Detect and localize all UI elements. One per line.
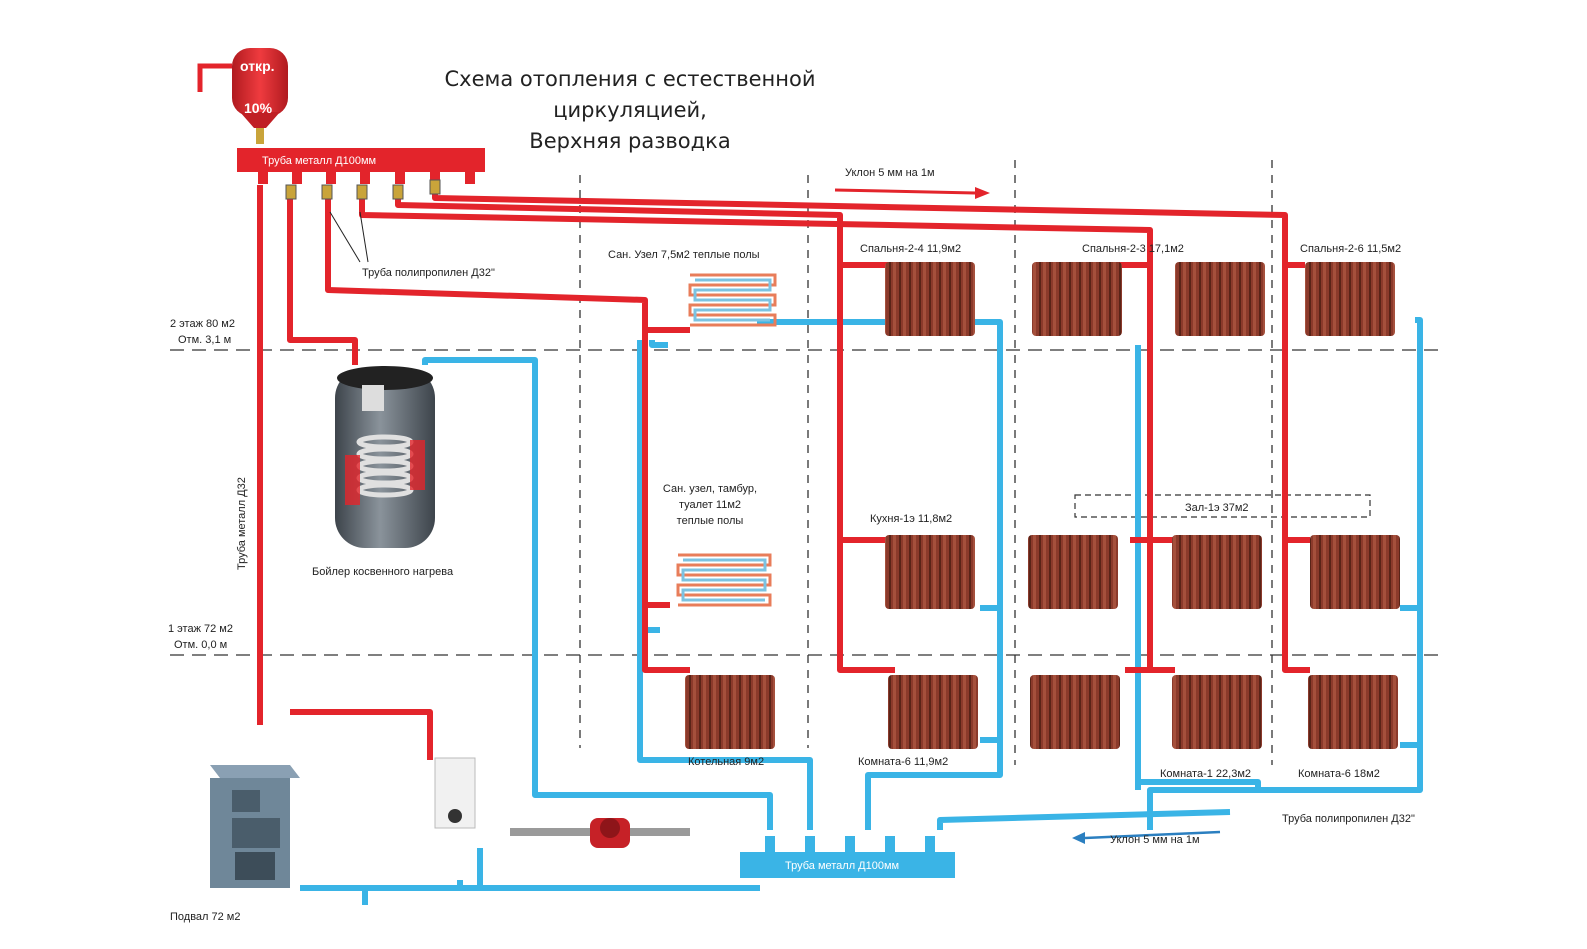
slope-bottom-label: Уклон 5 мм на 1м — [1110, 834, 1200, 846]
room-room-1: Комната-1 22,3м2 — [1160, 768, 1251, 780]
pp-pipe-pointers — [329, 211, 369, 263]
radiator-room-6b — [1308, 675, 1398, 749]
title-line-1: Схема отопления с естественной — [445, 67, 816, 91]
floor1-mark: Отм. 0,0 м — [174, 639, 227, 651]
floor2-name: 2 этаж 80 м2 — [170, 318, 235, 330]
title-line-2: циркуляцией, — [553, 98, 707, 122]
floor-level-lines — [170, 349, 1440, 656]
underfloor-lower-label-1: Сан. узел, тамбур, — [663, 483, 757, 495]
expansion-tank: откр. 10% — [197, 48, 288, 144]
floor2-mark: Отм. 3,1 м — [178, 334, 231, 346]
manifold-valves — [285, 179, 441, 200]
indirect-boiler — [335, 366, 435, 548]
gas-boiler — [434, 757, 476, 829]
radiator-bedroom-2-6 — [1305, 262, 1395, 336]
supply-pipes — [257, 185, 1310, 760]
radiator-bedroom-2-3-right — [1175, 262, 1265, 336]
return-manifold-label: Труба металл Д100мм — [785, 860, 899, 872]
solid-fuel-boiler — [210, 765, 300, 888]
hall-zone-box — [1074, 494, 1371, 518]
room-hall: Зал-1э 37м2 — [1185, 502, 1249, 514]
radiator-kitchen — [885, 535, 975, 609]
radiator-boiler-room — [685, 675, 775, 749]
underfloor-heating-upper — [688, 273, 777, 327]
return-pipes — [300, 317, 1423, 905]
room-bedroom-2-6: Спальня-2-6 11,5м2 — [1300, 243, 1401, 255]
indirect-boiler-label: Бойлер косвенного нагрева — [312, 566, 454, 578]
slope-arrow-bottom — [1072, 830, 1221, 844]
room-boiler-room: Котельная 9м2 — [688, 756, 764, 768]
radiator-bedroom-2-4 — [885, 262, 975, 336]
radiator-hall-center — [1172, 535, 1262, 609]
tank-open-label: откр. — [240, 58, 275, 74]
room-bedroom-2-4: Спальня-2-4 11,9м2 — [860, 243, 961, 255]
room-room-6b: Комната-6 18м2 — [1298, 768, 1380, 780]
room-dividers — [579, 160, 1273, 765]
supply-manifold-label: Труба металл Д100мм — [262, 155, 376, 167]
floor1-name: 1 этаж 72 м2 — [168, 623, 233, 635]
slope-arrow-top — [834, 187, 990, 199]
basement-label: Подвал 72 м2 — [170, 911, 241, 923]
room-bedroom-2-3: Спальня-2-3 17,1м2 — [1082, 243, 1184, 255]
room-kitchen: Кухня-1э 11,8м2 — [870, 513, 952, 525]
radiator-room-1-right — [1172, 675, 1262, 749]
underfloor-heating-lower — [676, 553, 772, 607]
radiator-hall-right — [1310, 535, 1400, 609]
tank-percent-label: 10% — [244, 100, 273, 116]
underfloor-lower-label-3: теплые полы — [677, 515, 744, 527]
supply-manifold: Труба металл Д100мм — [237, 148, 485, 184]
radiator-room-6a — [888, 675, 978, 749]
radiator-bedroom-2-3-left — [1032, 262, 1122, 336]
pp-pipe-top-label: Труба полипропилен Д32" — [362, 267, 495, 279]
slope-top-label: Уклон 5 мм на 1м — [845, 167, 935, 179]
circulation-pump — [510, 818, 690, 848]
underfloor-lower-label-2: туалет 11м2 — [679, 499, 741, 511]
radiator-room-1-left — [1030, 675, 1120, 749]
room-room-6a: Комната-6 11,9м2 — [858, 756, 948, 768]
underfloor-upper-label: Сан. Узел 7,5м2 теплые полы — [608, 249, 760, 261]
pp-pipe-right-label: Труба полипропилен Д32" — [1282, 813, 1415, 825]
metal-riser-label: Труба металл Д32 — [236, 477, 248, 570]
title-line-3: Верхняя разводка — [529, 129, 730, 153]
radiator-hall-left — [1028, 535, 1118, 609]
return-manifold: Труба металл Д100мм — [740, 836, 955, 878]
